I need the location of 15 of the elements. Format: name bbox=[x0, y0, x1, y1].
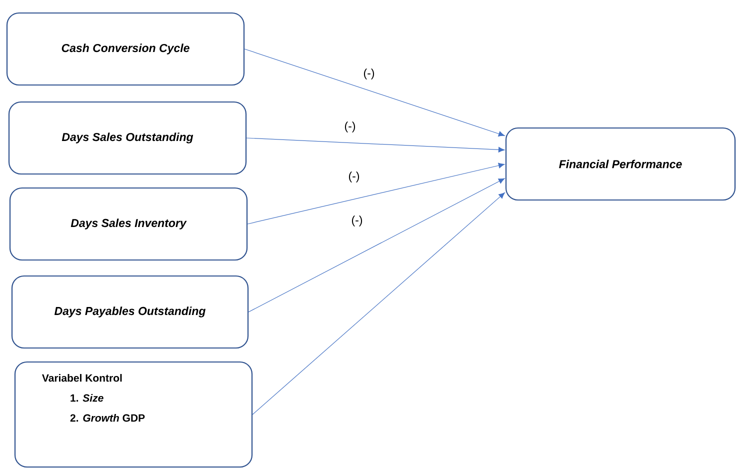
process-box: Days Payables Outstanding bbox=[11, 275, 249, 349]
arrow bbox=[252, 192, 505, 415]
arrow bbox=[244, 48, 505, 136]
process-box: Financial Performance bbox=[505, 127, 736, 201]
edge-label: (-) bbox=[347, 170, 361, 184]
edge-label: (-) bbox=[350, 214, 364, 228]
arrow bbox=[246, 138, 505, 152]
process-box: Days Sales Inventory bbox=[9, 187, 248, 261]
process-box: Cash Conversion Cycle bbox=[6, 12, 245, 86]
arrow bbox=[247, 162, 505, 224]
process-box: Days Sales Outstanding bbox=[8, 101, 247, 175]
process-box: Variabel Kontrol 1. Size 2. Growth GDP bbox=[14, 361, 253, 468]
arrow bbox=[248, 178, 505, 312]
edge-label: (-) bbox=[362, 68, 376, 80]
edge-label: (-) bbox=[343, 120, 357, 134]
